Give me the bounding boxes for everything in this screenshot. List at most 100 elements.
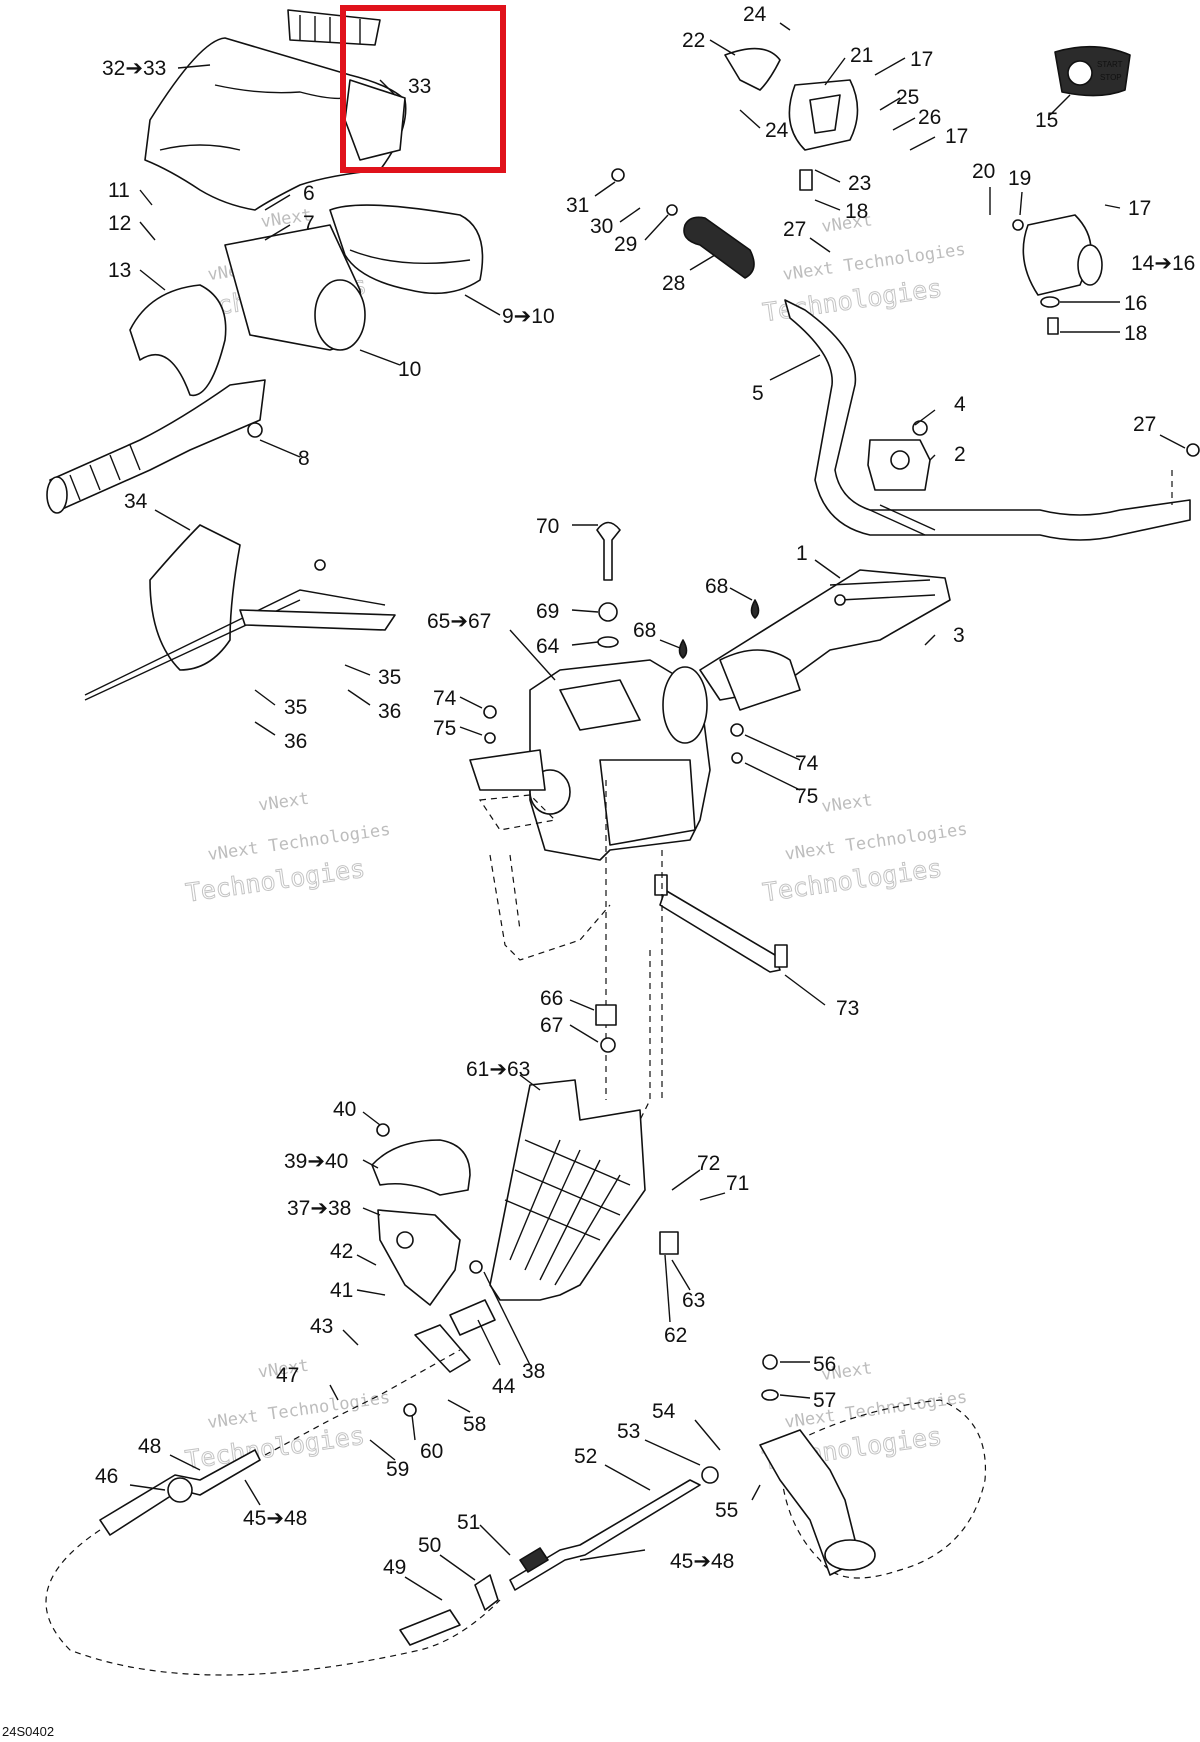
callout-43: 43 — [310, 1315, 333, 1338]
callout-70: 70 — [536, 515, 559, 538]
callout-35b: 35 — [284, 696, 307, 719]
callout-44: 44 — [492, 1375, 516, 1398]
callout-30: 30 — [590, 215, 613, 238]
callout-74b: 74 — [795, 752, 819, 775]
callout-46: 46 — [95, 1465, 118, 1488]
callout-64: 64 — [536, 635, 560, 658]
callout-69: 69 — [536, 600, 559, 623]
callout-5: 5 — [752, 382, 764, 405]
callout-1: 1 — [796, 542, 808, 565]
callout-7: 7 — [303, 212, 315, 235]
callout-15: 15 — [1035, 109, 1058, 132]
callout-21: 21 — [850, 44, 873, 67]
left-grip — [49, 379, 266, 511]
arm-58 — [414, 1324, 471, 1373]
callout-52: 52 — [574, 1445, 597, 1468]
callout-55: 55 — [715, 1499, 738, 1522]
callout-11: 11 — [108, 179, 130, 202]
callout-58: 58 — [463, 1413, 486, 1436]
callout-67: 67 — [540, 1014, 563, 1037]
callout-47: 47 — [276, 1364, 299, 1387]
callout-37-38: 37➔38 — [287, 1197, 351, 1220]
lower-bracket — [489, 1079, 646, 1301]
callout-36b: 36 — [284, 730, 307, 753]
callout-41: 41 — [330, 1279, 353, 1302]
watermark-text: vNext — [257, 789, 310, 816]
switch-cap-22 — [724, 47, 781, 91]
callout-18b: 18 — [1124, 322, 1147, 345]
watermark-mid-left: vNext vNext Technologies Technologies — [183, 789, 391, 908]
callout-40: 40 — [333, 1098, 356, 1121]
callout-56: 56 — [813, 1353, 836, 1376]
callout-75a: 75 — [433, 717, 456, 740]
callout-25: 25 — [896, 86, 919, 109]
callout-17b: 17 — [945, 125, 968, 148]
svg-text:STOP: STOP — [1100, 73, 1122, 82]
callout-42: 42 — [330, 1240, 353, 1263]
callout-57: 57 — [813, 1389, 836, 1412]
callout-13: 13 — [108, 259, 131, 282]
callout-27a: 27 — [783, 218, 806, 241]
callout-10: 10 — [398, 358, 421, 381]
highlight-box — [340, 5, 506, 173]
callout-48: 48 — [138, 1435, 161, 1458]
cover-grille — [287, 9, 381, 46]
callout-51: 51 — [457, 1511, 480, 1534]
callout-39-40: 39➔40 — [284, 1150, 348, 1173]
callout-17c: 17 — [1128, 197, 1151, 220]
watermark-text: vNext Technologies — [206, 820, 391, 865]
callout-8: 8 — [298, 447, 310, 470]
watermark-mid-right: vNext vNext Technologies Technologies — [760, 790, 969, 907]
handlebar-tube — [784, 299, 1191, 541]
clamp-37 — [377, 1209, 461, 1306]
callout-36a: 36 — [378, 700, 401, 723]
clamp-39 — [371, 1139, 471, 1196]
watermark-text: vNext — [820, 790, 873, 817]
callout-31: 31 — [566, 194, 589, 217]
callout-73: 73 — [836, 997, 859, 1020]
callout-29: 29 — [614, 233, 637, 256]
callout-24b: 24 — [765, 119, 789, 142]
callout-16: 16 — [1124, 292, 1147, 315]
callout-26: 26 — [918, 106, 941, 129]
link-bar-73 — [659, 889, 781, 973]
housing-pad — [329, 204, 484, 295]
callout-49: 49 — [383, 1556, 406, 1579]
callout-54: 54 — [652, 1400, 676, 1423]
callout-72: 72 — [697, 1152, 720, 1175]
callout-4: 4 — [954, 393, 966, 416]
callout-22: 22 — [682, 29, 705, 52]
callout-34: 34 — [124, 490, 148, 513]
callout-20: 20 — [972, 160, 995, 183]
cable-nut-51 — [519, 1547, 549, 1573]
callout-59: 59 — [386, 1458, 409, 1481]
watermark-text: vNext Technologies — [784, 819, 969, 864]
callout-35a: 35 — [378, 666, 401, 689]
callout-66: 66 — [540, 987, 563, 1010]
callout-63: 63 — [682, 1289, 705, 1312]
right-grip-28 — [683, 216, 755, 279]
callout-23: 23 — [848, 172, 871, 195]
callout-19: 19 — [1008, 167, 1031, 190]
callout-24a: 24 — [743, 3, 767, 26]
callout-32-33: 32➔33 — [102, 57, 166, 80]
callout-28: 28 — [662, 272, 685, 295]
callout-68b: 68 — [633, 619, 656, 642]
callout-33: 33 — [408, 75, 431, 98]
callout-6: 6 — [303, 182, 315, 205]
callout-62: 62 — [664, 1324, 687, 1347]
callout-3: 3 — [953, 624, 965, 647]
throttle-body — [1022, 214, 1092, 296]
lever-guard — [129, 284, 227, 397]
callout-27b: 27 — [1133, 413, 1156, 436]
callout-18a: 18 — [845, 200, 868, 223]
callout-17a: 17 — [910, 48, 933, 71]
callout-50: 50 — [418, 1534, 441, 1557]
callout-68a: 68 — [705, 575, 728, 598]
steering-cable-right — [509, 1479, 701, 1591]
callout-71: 71 — [726, 1172, 749, 1195]
cable-bracket — [149, 524, 241, 671]
callout-60: 60 — [420, 1440, 443, 1463]
cable-fitting-49 — [399, 1609, 461, 1646]
